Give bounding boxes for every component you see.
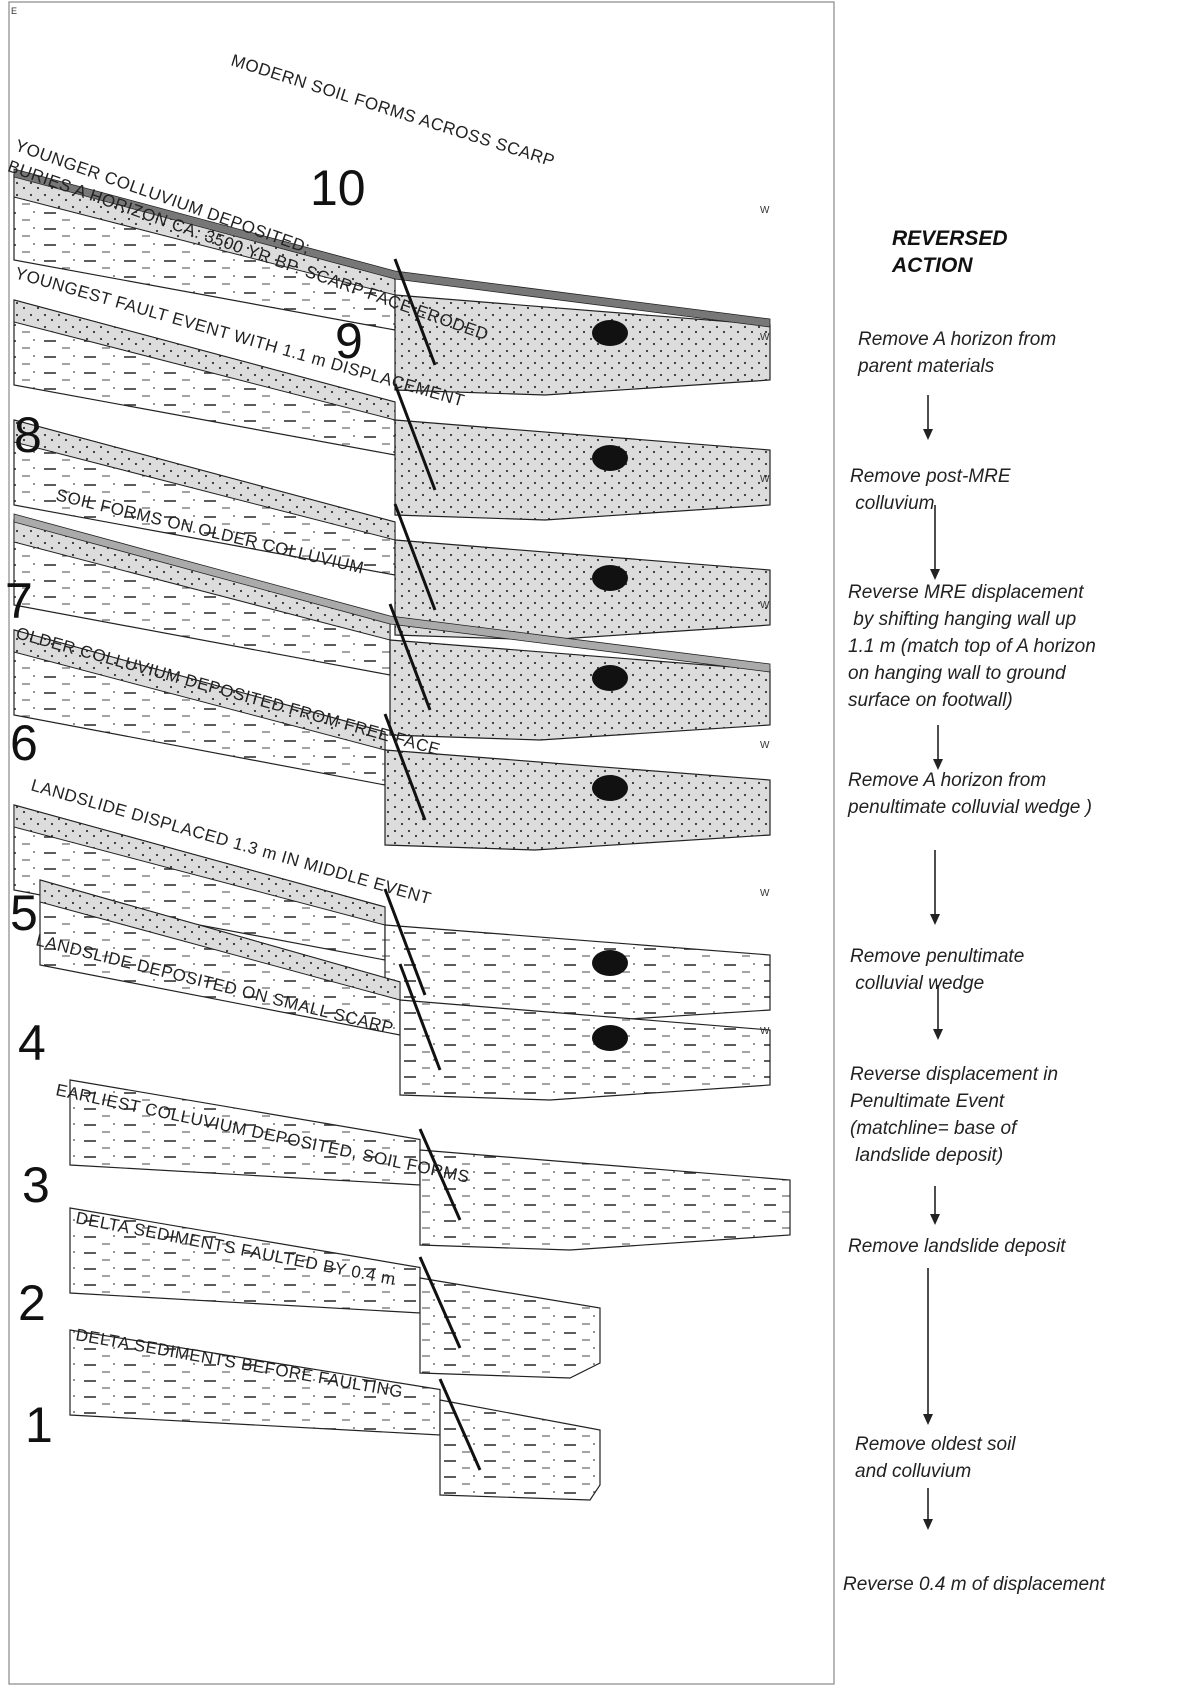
reversed-action-step-line: Remove penultimate <box>850 946 1024 967</box>
step-arrowhead <box>930 569 940 580</box>
reversed-action-step-line: Reverse 0.4 m of displacement <box>843 1574 1106 1595</box>
stage-number: 8 <box>14 407 42 463</box>
landslide-block <box>592 320 628 346</box>
step-arrowhead <box>930 1214 940 1225</box>
hanging-wall-block <box>395 295 770 395</box>
reversed-action-step-line: by shifting hanging wall up <box>848 609 1076 630</box>
reversed-action-step: Remove landslide deposit <box>848 1236 1066 1257</box>
hanging-wall-marker: W <box>760 474 770 485</box>
hanging-wall-marker: W <box>760 205 770 216</box>
landslide-block <box>592 565 628 591</box>
stage-number: 3 <box>22 1157 50 1213</box>
reversed-action-step-line: colluvium <box>850 493 934 514</box>
stage-number: 7 <box>5 573 33 629</box>
stage-number: 5 <box>10 885 38 941</box>
frame-corner-label: E <box>11 6 17 16</box>
hanging-wall-marker: W <box>760 600 770 611</box>
reversed-action-step-line: (matchline= base of <box>850 1118 1018 1139</box>
stage-number: 2 <box>18 1275 46 1331</box>
step-arrowhead <box>923 1414 933 1425</box>
stage-number: 4 <box>18 1015 46 1071</box>
reversed-action-step: Reverse displacement in Penultimate Event… <box>850 1064 1058 1166</box>
reversed-action-step-line: 1.1 m (match top of A horizon <box>848 636 1096 657</box>
reversed-action-step-line: Remove oldest soil <box>855 1434 1016 1455</box>
reversed-action-step-line: penultimate colluvial wedge ) <box>847 797 1092 818</box>
hanging-wall-marker: W <box>760 888 770 899</box>
reversed-action-step-line: on hanging wall to ground <box>848 663 1067 684</box>
step-arrowhead <box>930 914 940 925</box>
reversed-action-step-line: Penultimate Event <box>850 1091 1005 1112</box>
stage-number: 10 <box>310 160 366 216</box>
reversed-action-step: Reverse 0.4 m of displacement <box>843 1574 1106 1595</box>
reversed-action-step-line: parent materials <box>857 356 995 377</box>
reversed-action-step: Reverse MRE displacement by shifting han… <box>848 582 1096 711</box>
cross-sections <box>14 169 790 1500</box>
hanging-wall-block <box>440 1400 600 1500</box>
reversed-action-step-line: Remove post-MRE <box>850 466 1011 487</box>
landslide-block <box>592 665 628 691</box>
step-arrowhead <box>933 1029 943 1040</box>
reversed-action-step-line: and colluvium <box>855 1461 971 1482</box>
reversed-action-step-line: Reverse MRE displacement <box>848 582 1084 603</box>
stage-caption: MODERN SOIL FORMS ACROSS SCARP <box>229 51 557 171</box>
reversed-action-step-line: Remove landslide deposit <box>848 1236 1066 1257</box>
step-arrowhead <box>923 429 933 440</box>
hanging-wall-block <box>420 1150 790 1250</box>
hanging-wall-block <box>400 1000 770 1100</box>
landslide-block <box>592 445 628 471</box>
reversed-action-step: Remove penultimate colluvial wedge <box>850 946 1024 994</box>
hanging-wall-marker: W <box>760 1026 770 1037</box>
hanging-wall-marker: W <box>760 332 770 343</box>
landslide-block <box>592 950 628 976</box>
hanging-wall-block <box>390 640 770 740</box>
hanging-wall-block <box>420 1278 600 1378</box>
step-arrowhead <box>923 1519 933 1530</box>
reversed-action-title: REVERSED <box>892 227 1008 250</box>
reversed-action-step: Remove A horizon from penultimate colluvi… <box>847 770 1092 818</box>
landslide-block <box>592 775 628 801</box>
reversed-action-step: Remove oldest soil and colluvium <box>855 1434 1016 1482</box>
reversed-action-column: REVERSED ACTION Remove A horizon from paren… <box>843 227 1106 1595</box>
hanging-wall-marker: W <box>760 740 770 751</box>
reversed-action-step-line: surface on footwall) <box>848 690 1013 711</box>
reversed-action-step-line: Remove A horizon from <box>848 770 1046 791</box>
reversed-action-step-line: Remove A horizon from <box>858 329 1056 350</box>
reversed-action-step: Remove A horizon from parent materials <box>857 329 1056 377</box>
landslide-block <box>592 1025 628 1051</box>
reversed-action-step-line: Reverse displacement in <box>850 1064 1058 1085</box>
reversed-action-step-line: colluvial wedge <box>850 973 984 994</box>
step-arrowhead <box>933 759 943 770</box>
reversed-action-step-line: landslide deposit) <box>850 1145 1003 1166</box>
stage-number: 1 <box>25 1397 53 1453</box>
hanging-wall-block <box>395 420 770 520</box>
stage-number: 6 <box>10 715 38 771</box>
reversed-action-step: Remove post-MRE colluvium <box>850 466 1011 514</box>
hanging-wall-block <box>385 750 770 850</box>
reversed-action-title: ACTION <box>891 254 973 277</box>
stage-caption-line: MODERN SOIL FORMS ACROSS SCARP <box>229 51 557 171</box>
